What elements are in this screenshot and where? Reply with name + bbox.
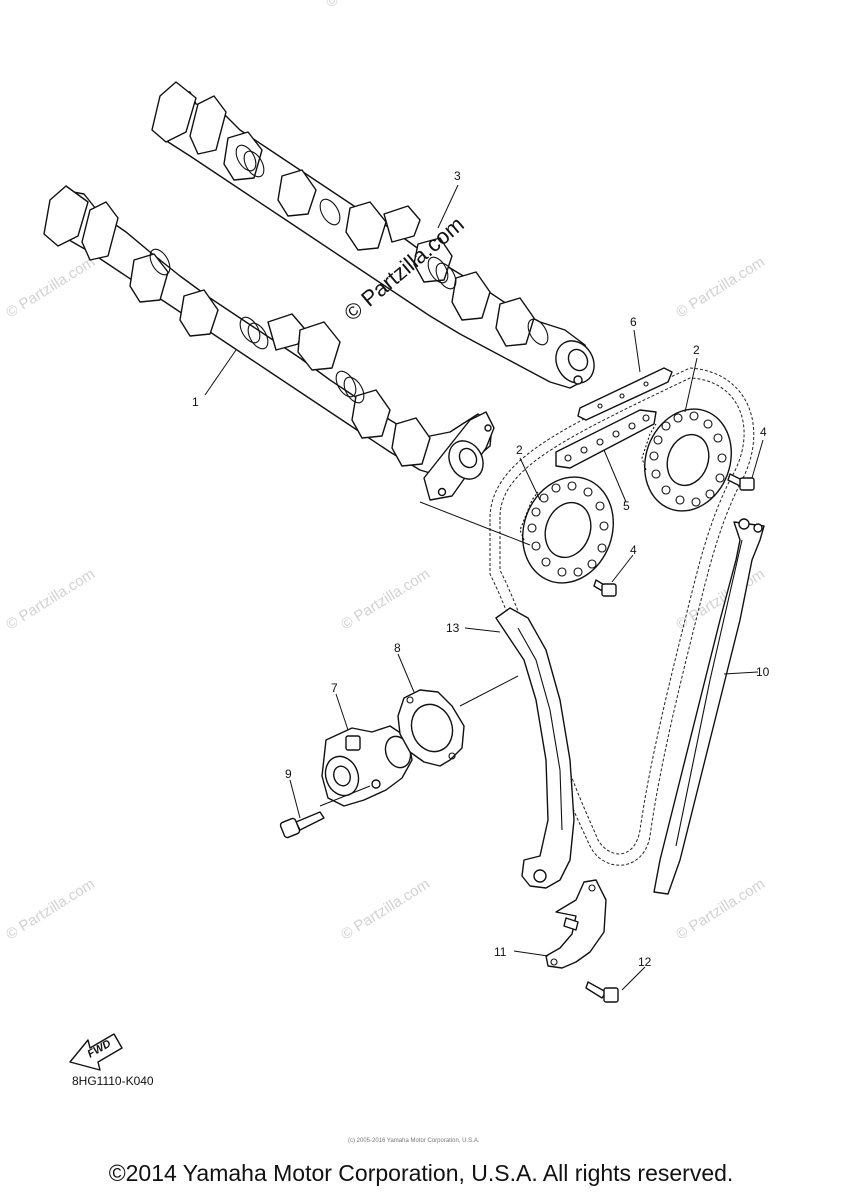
callouts: 1 2 2 3 4 4 5 6 7 8 9 10 11 12 13 (192, 169, 770, 969)
cam-sprocket-right (641, 408, 732, 512)
copyright-notice: ©2014 Yamaha Motor Corporation, U.S.A. A… (108, 1160, 734, 1186)
tensioner-gasket (397, 689, 465, 767)
chain-guide-top (555, 409, 657, 469)
callout-5: 5 (623, 499, 630, 513)
watermark: © Partzilla.com (338, 875, 433, 943)
diagram-code: 8HG1110-K040 (72, 1074, 154, 1088)
cam-chain-tensioner (321, 725, 413, 807)
watermark: © Partzilla.com (338, 565, 433, 633)
watermark: © Partzilla.com (673, 253, 768, 321)
chain-guide-intake (653, 518, 765, 895)
callout-4: 4 (760, 425, 767, 439)
callout-6: 6 (630, 315, 637, 329)
watermark: © Partzilla.com (3, 565, 98, 633)
watermark: © Partzilla.com (3, 253, 98, 321)
tensioner-bolt (279, 811, 325, 839)
callout-9: 9 (285, 767, 292, 781)
callout-3: 3 (454, 169, 461, 183)
bracket-bolt (585, 981, 619, 1003)
callout-12: 12 (638, 955, 652, 969)
forward-direction-marker: FWD (69, 1033, 123, 1071)
chain-guide-plate (577, 367, 673, 421)
callout-7: 7 (331, 681, 338, 695)
callout-4: 4 (630, 543, 637, 557)
callout-1: 1 (192, 395, 199, 409)
sprocket-bolt-upper (727, 473, 755, 491)
callout-11: 11 (494, 945, 507, 959)
small-print: (c) 2005-2016 Yamaha Motor Corporation, … (348, 1138, 480, 1144)
watermark: © Partzilla.com (323, 0, 418, 11)
cam-sprocket-left (519, 476, 614, 584)
callout-10: 10 (756, 665, 770, 679)
callout-8: 8 (394, 641, 401, 655)
callout-13: 13 (446, 621, 460, 635)
callout-2: 2 (693, 343, 700, 357)
camshaft-upper (151, 81, 595, 389)
callout-2: 2 (516, 443, 523, 457)
camshaft-lower (43, 185, 495, 501)
guide-bracket (545, 879, 607, 969)
chain-tensioner-guide (495, 607, 575, 889)
watermark: © Partzilla.com (673, 875, 768, 943)
callout-leaders (204, 184, 764, 991)
watermark: © Partzilla.com (3, 875, 98, 943)
sprocket-bolt-lower (593, 579, 617, 597)
